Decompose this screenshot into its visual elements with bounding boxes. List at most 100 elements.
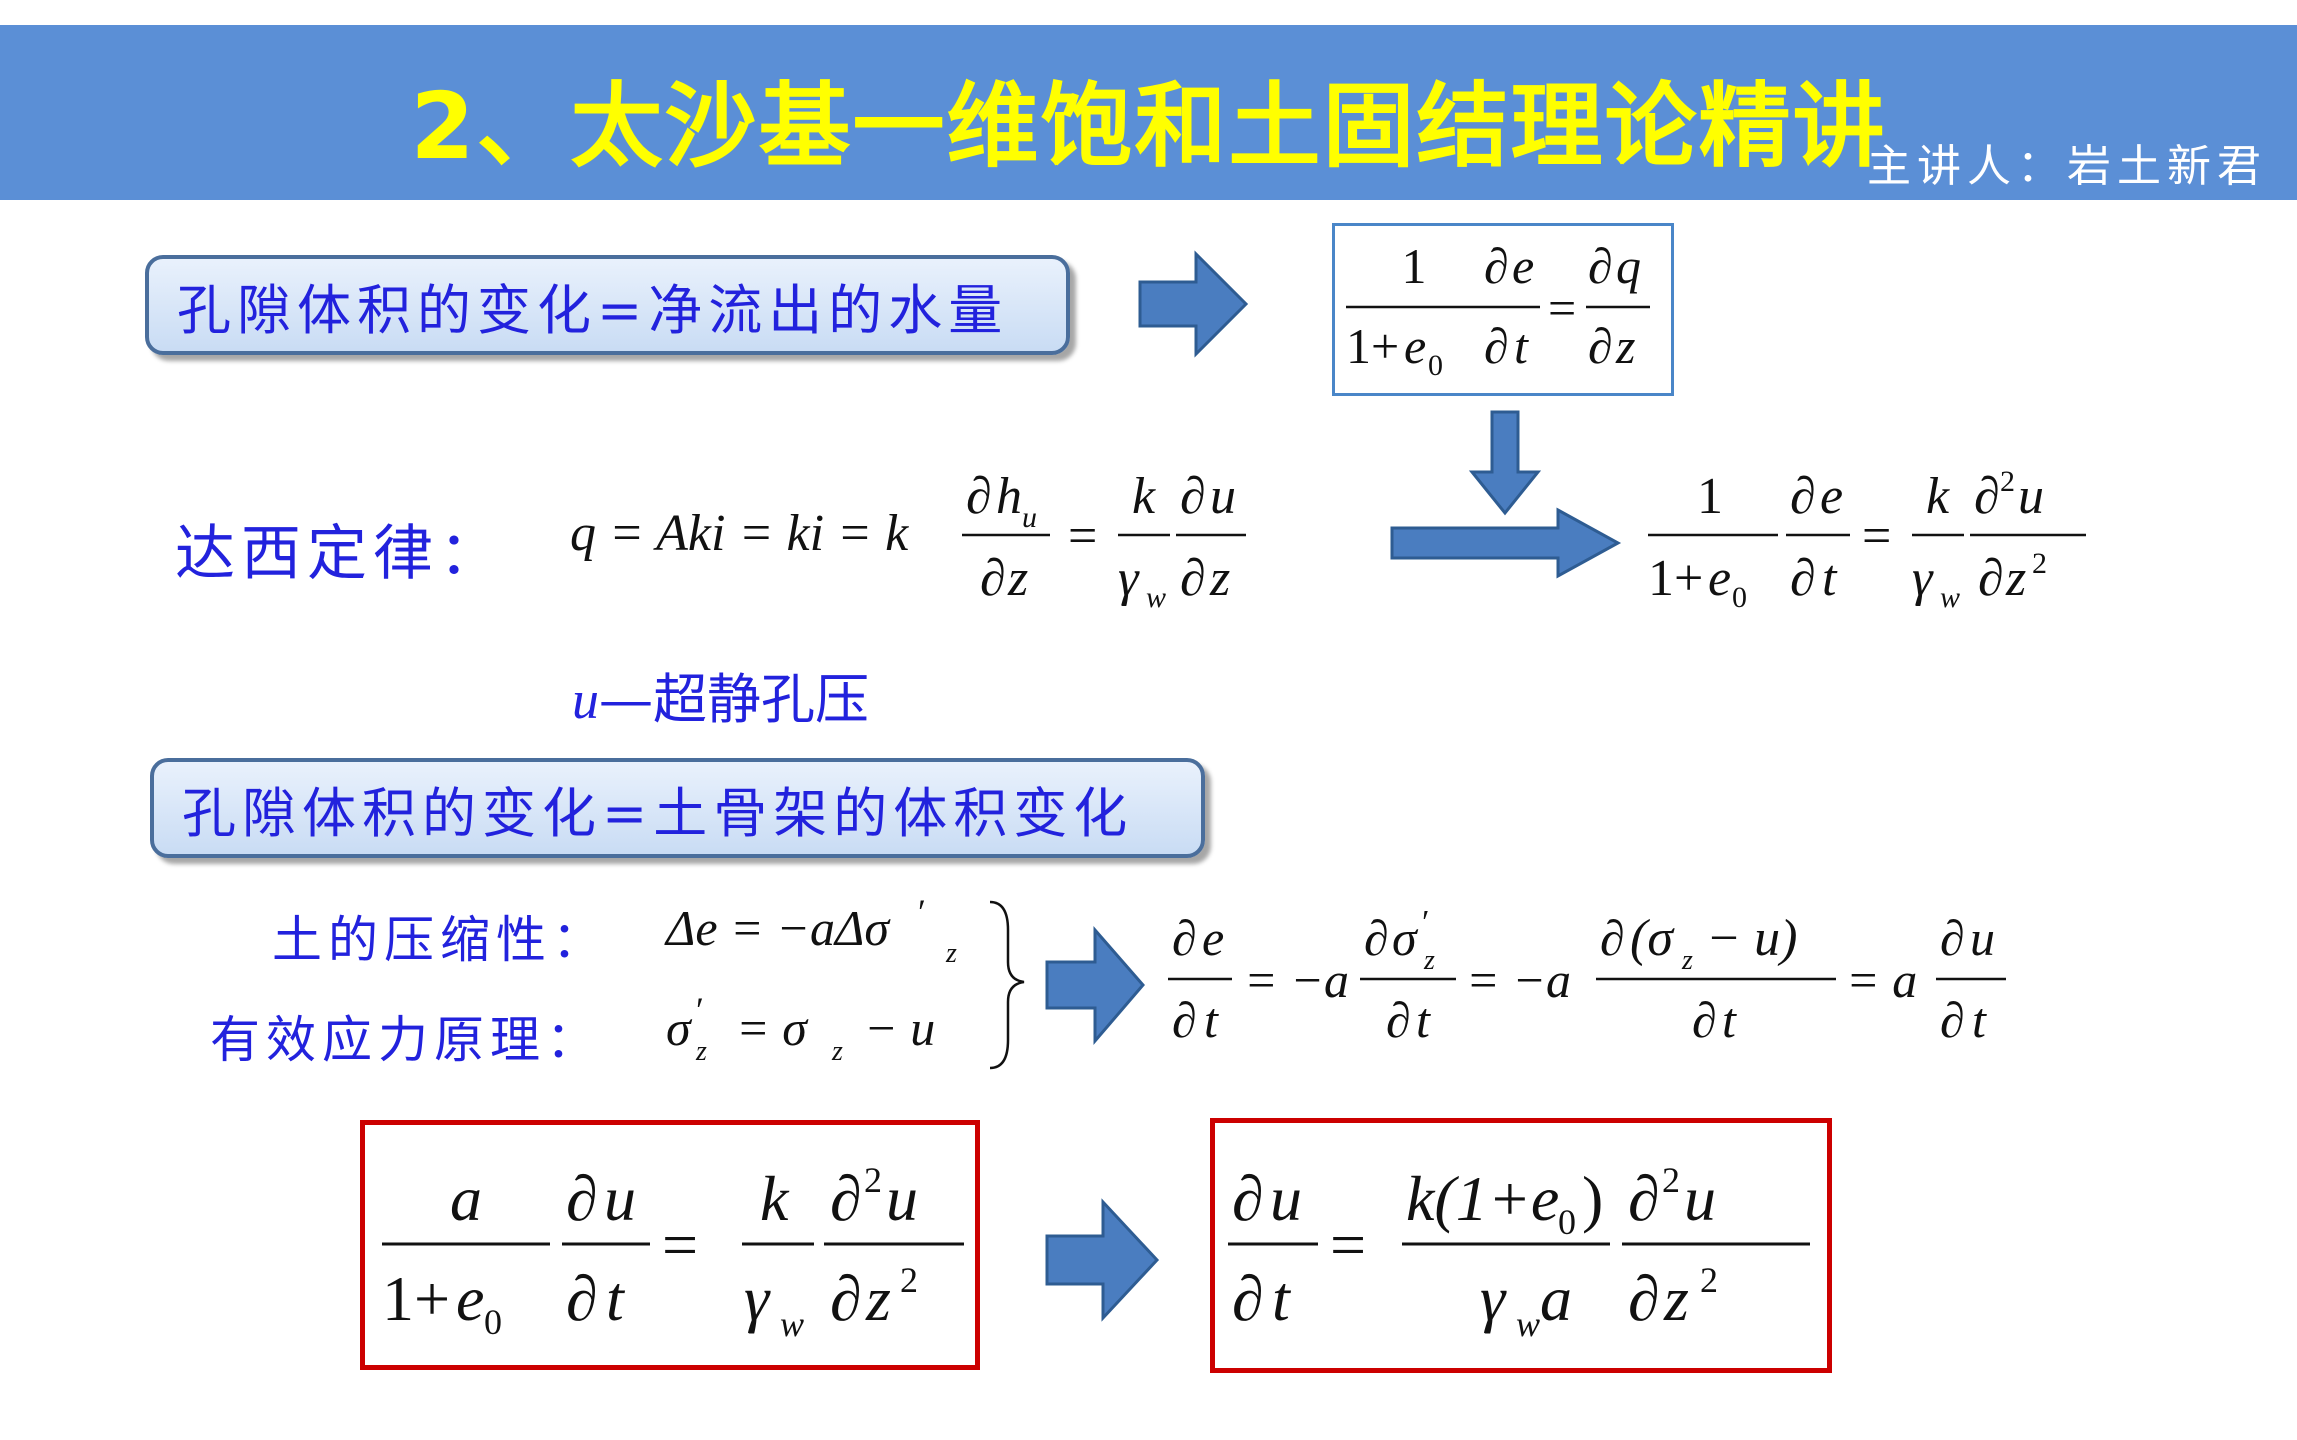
constitutive-equations: Δe = −aΔσ ′ z σ ′ z = σ z − u	[664, 892, 1025, 1070]
eq-a: a	[1540, 1263, 1572, 1334]
eq-d: ∂	[830, 1163, 862, 1234]
eq-sub-z: z	[945, 938, 957, 969]
eq-prime: ′	[1422, 904, 1429, 941]
eq-z: z	[2005, 550, 2026, 607]
u-symbol: u	[572, 670, 599, 730]
compressibility-label: 土的压缩性：	[272, 911, 608, 969]
eq-sub-z: z	[831, 1036, 843, 1067]
eq-e: e	[456, 1263, 484, 1334]
eq-prime: ′	[918, 892, 926, 932]
pore-water-box: 孔隙体积的变化=净流出的水量	[145, 255, 1070, 355]
eq-z: z	[1007, 550, 1028, 607]
eq-d: ∂	[966, 468, 992, 525]
eq-d: ∂	[1628, 1263, 1660, 1334]
eq-z: z	[1209, 550, 1230, 607]
eq-equals: =	[1862, 508, 1891, 565]
pore-skeleton-label: 孔隙体积的变化=土骨架的体积变化	[182, 781, 1134, 845]
eq-sigma: σ	[666, 1000, 693, 1056]
eq-e: e	[1202, 910, 1224, 966]
eq-t: t	[1514, 318, 1529, 374]
arrow-right-icon	[1045, 926, 1145, 1046]
eq-a: a	[450, 1163, 482, 1234]
eq-u: u	[1970, 910, 1995, 966]
eq-one: 1	[1697, 468, 1723, 525]
eq-d: ∂	[1790, 550, 1816, 607]
eq-d: ∂	[1588, 318, 1613, 374]
strain-rate-equation: ∂ e ∂ t = −a ∂ σ ′ z ∂ t = −a ∂ (σ z − u…	[1168, 904, 2006, 1048]
eq-d: ∂	[1180, 550, 1206, 607]
eq-h-sub: u	[1022, 501, 1037, 534]
eq-one: 1	[1402, 238, 1427, 294]
eq-paren-open: (σ	[1630, 910, 1675, 967]
eq-minus-u: − u	[864, 1000, 935, 1056]
eq-u: u	[1210, 468, 1236, 525]
eq-eq-a: = a	[1846, 952, 1917, 1008]
eq-d: ∂	[1172, 992, 1197, 1048]
eq-gamma-sub: w	[1516, 1304, 1540, 1344]
eq-e: e	[1708, 550, 1731, 607]
eq-e-sub: 0	[1428, 349, 1443, 382]
eq-sup: 2	[1662, 1160, 1680, 1200]
eq-gamma: γ	[1118, 550, 1140, 607]
eq-t: t	[1204, 992, 1219, 1048]
eq-e-sub: 0	[1732, 581, 1747, 614]
eq-sup: 2	[1700, 1260, 1718, 1300]
terzaghi-consolidation-equation: ∂ u ∂ t = k(1+e 0 ) γ w a ∂ 2 u ∂ z 2	[1228, 1160, 1810, 1344]
eq-k: k	[760, 1163, 790, 1234]
eq-equals: =	[1068, 508, 1097, 565]
eq-equals: =	[1330, 1209, 1366, 1280]
eq-k-open: k(1+e	[1406, 1163, 1559, 1234]
eq-sup: 2	[2032, 547, 2047, 580]
consolidation-equation-box	[360, 1120, 980, 1370]
eq-h: h	[996, 468, 1022, 525]
eq-equals: =	[662, 1209, 698, 1280]
consolidation-equation: a 1+ e 0 ∂ u ∂ t = k γ w ∂ 2 u ∂ z 2	[382, 1160, 964, 1344]
eq-d: ∂	[1692, 992, 1717, 1048]
title-banner	[0, 25, 2297, 200]
eq-prime: ′	[696, 990, 704, 1030]
eq-e: e	[1404, 318, 1426, 374]
eq-close-paren: )	[1582, 1163, 1603, 1234]
combined-equation: 1 1+ e 0 ∂ e ∂ t = k γ w ∂ 2 u ∂ z 2	[1648, 465, 2086, 614]
eq-t: t	[1272, 1263, 1292, 1334]
slide-title: 2、太沙基一维饱和土固结理论精讲	[410, 73, 1887, 180]
eq-k: k	[1132, 468, 1156, 525]
eq-u: u	[604, 1163, 636, 1234]
eq-d: ∂	[1790, 468, 1816, 525]
eq-sub-z: z	[1423, 945, 1435, 976]
arrow-down-icon	[1468, 410, 1542, 516]
eq-sup: 2	[2000, 465, 2015, 498]
eq-u: u	[886, 1163, 918, 1234]
eq-e-num: e	[1512, 238, 1534, 294]
eq-t: t	[1822, 550, 1838, 607]
effective-stress-label: 有效应力原理：	[210, 1011, 602, 1069]
eq-d: ∂	[1232, 1163, 1264, 1234]
u-definition: u—超静孔压	[572, 655, 869, 734]
eq-paren-minus-u: − u)	[1706, 910, 1797, 967]
eq-equals: =	[1548, 280, 1576, 336]
eq-d: ∂	[566, 1263, 598, 1334]
eq-sup: 2	[864, 1160, 882, 1200]
eq-gamma-sub: w	[780, 1304, 804, 1344]
eq-neg-a: = −a	[1466, 952, 1571, 1008]
eq-d: ∂	[1978, 550, 2004, 607]
arrow-right-icon	[1138, 250, 1249, 358]
eq-gamma-sub: w	[1146, 581, 1166, 614]
presenter-label: 主讲人：岩土新君	[1867, 141, 2267, 192]
eq-d: ∂	[1484, 318, 1509, 374]
eq-t: t	[1972, 992, 1987, 1048]
eq-d: ∂	[1940, 992, 1965, 1048]
eq-e-sub: 0	[484, 1302, 502, 1342]
eq-d: ∂	[1628, 1163, 1660, 1234]
eq-sigma: σ	[1392, 910, 1419, 966]
darcy-label: 达西定律：	[175, 519, 505, 589]
eq-u: u	[2018, 468, 2044, 525]
eq-u: u	[1684, 1163, 1716, 1234]
eq-gamma-sub: w	[1940, 581, 1960, 614]
eq-d: ∂	[980, 550, 1006, 607]
continuity-equation-box	[1332, 223, 1674, 396]
eq-d: ∂	[1180, 468, 1206, 525]
pore-water-label: 孔隙体积的变化=净流出的水量	[177, 278, 1009, 342]
eq-d: ∂	[1172, 910, 1197, 966]
darcy-lhs: q = Aki = ki = k	[570, 505, 909, 562]
